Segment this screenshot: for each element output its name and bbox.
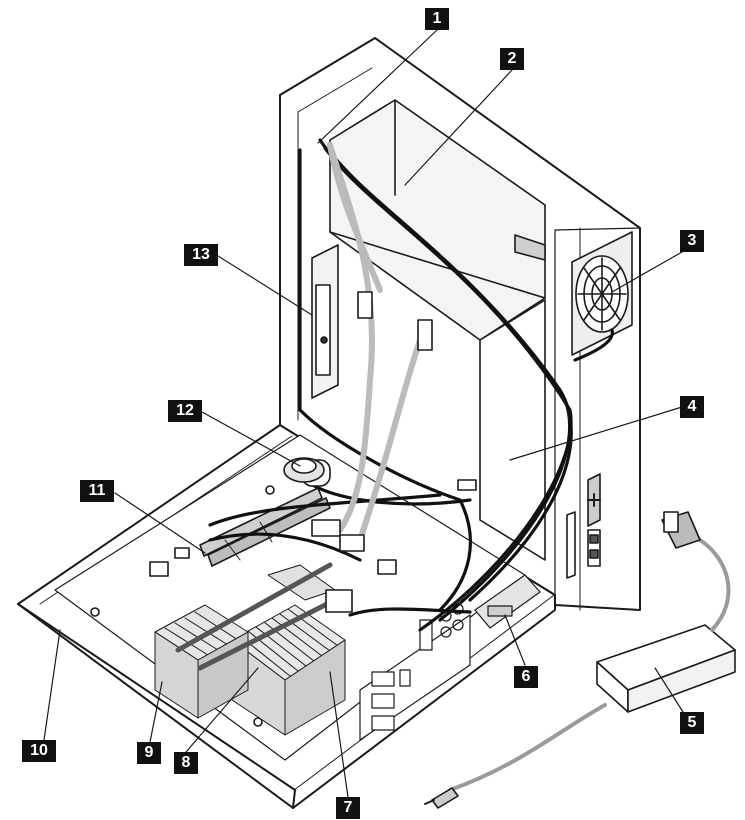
hard-disk-drive-bracket: [311, 244, 339, 399]
callout-10: 10: [22, 740, 56, 762]
power-cord: [448, 538, 731, 792]
memory-modules: [199, 487, 331, 567]
callout-4: 4: [680, 396, 704, 418]
callout-6: 6: [514, 666, 538, 688]
optical-drive-bay: [329, 99, 546, 341]
card-slot: [474, 574, 541, 629]
callout-leader-lines: [43, 29, 684, 798]
callout-13: 13: [184, 244, 218, 266]
secondary-heat-sink: [154, 604, 249, 719]
callout-9: 9: [137, 742, 161, 764]
dc-connector-plug: [424, 787, 459, 809]
callout-8: 8: [174, 752, 198, 774]
callout-2: 2: [500, 48, 524, 70]
callout-1: 1: [425, 8, 449, 30]
sata-cables: [327, 142, 423, 543]
callout-11: 11: [80, 480, 114, 502]
internal-speaker: [283, 457, 325, 483]
power-supply-area: [457, 299, 601, 579]
callout-3: 3: [680, 230, 704, 252]
power-cord-plug: [661, 511, 701, 549]
callout-7: 7: [336, 797, 360, 819]
system-fan: [571, 231, 633, 356]
heat-pipes: [175, 562, 338, 671]
callout-12: 12: [168, 400, 202, 422]
rear-io-connectors: [359, 603, 471, 741]
ac-power-adapter: [596, 624, 736, 713]
callout-5: 5: [680, 712, 704, 734]
